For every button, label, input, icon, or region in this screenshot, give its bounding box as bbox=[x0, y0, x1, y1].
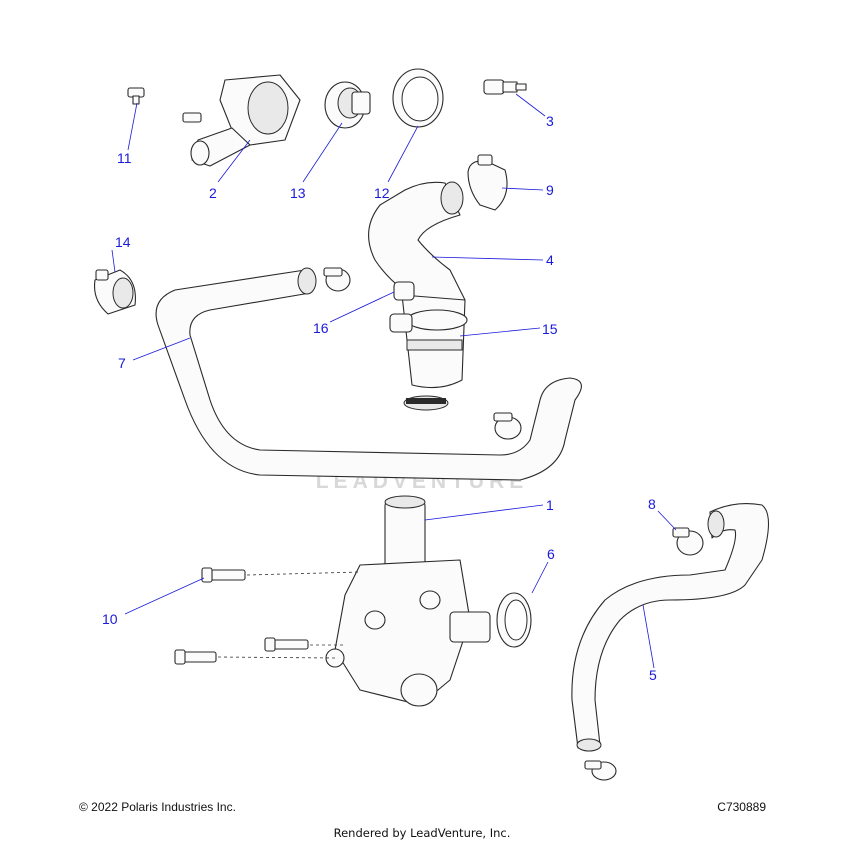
part-5-lower-coolant-hose[interactable] bbox=[571, 503, 770, 752]
callout-8[interactable]: 8 bbox=[648, 496, 656, 512]
callout-2[interactable]: 2 bbox=[209, 185, 217, 201]
part-1-water-pump[interactable] bbox=[325, 495, 491, 707]
part-3-temperature-sensor[interactable] bbox=[483, 79, 527, 95]
callout-9[interactable]: 9 bbox=[546, 182, 554, 198]
callout-11[interactable]: 11 bbox=[117, 150, 132, 166]
callout-13[interactable]: 13 bbox=[290, 185, 306, 201]
part-16-fitting-clip[interactable] bbox=[389, 281, 415, 333]
part-2-thermostat-housing[interactable] bbox=[182, 74, 301, 167]
callout-16[interactable]: 16 bbox=[313, 320, 329, 336]
callout-1[interactable]: 1 bbox=[546, 497, 554, 513]
part-6-o-ring[interactable] bbox=[496, 592, 532, 648]
callout-4[interactable]: 4 bbox=[546, 252, 554, 268]
part-10-bolts[interactable] bbox=[174, 567, 309, 665]
callout-5[interactable]: 5 bbox=[649, 667, 657, 683]
part-12-seal-ring[interactable] bbox=[392, 68, 444, 128]
part-11-bolt[interactable] bbox=[127, 87, 145, 105]
copyright-text: © 2022 Polaris Industries Inc. bbox=[79, 800, 236, 814]
part-4-upper-coolant-hose[interactable] bbox=[368, 181, 466, 306]
part-9-hose-clamp[interactable] bbox=[467, 154, 508, 211]
callout-14[interactable]: 14 bbox=[115, 234, 131, 250]
callout-15[interactable]: 15 bbox=[542, 321, 558, 337]
clamp-hose-7-upper[interactable] bbox=[323, 267, 351, 292]
part-14-hose-clamp[interactable] bbox=[93, 269, 136, 315]
rendered-by-text: Rendered by LeadVenture, Inc. bbox=[333, 826, 511, 840]
callout-3[interactable]: 3 bbox=[546, 113, 554, 129]
callout-12[interactable]: 12 bbox=[374, 185, 390, 201]
part-15-outlet-fitting[interactable] bbox=[401, 294, 468, 389]
clamp-hose-7-lower[interactable] bbox=[493, 412, 522, 440]
callout-7[interactable]: 7 bbox=[118, 355, 126, 371]
callout-6[interactable]: 6 bbox=[547, 546, 555, 562]
clamp-lower-fitting[interactable] bbox=[403, 395, 449, 411]
part-7-bypass-hose[interactable] bbox=[155, 267, 582, 481]
part-13-thermostat[interactable] bbox=[324, 81, 371, 129]
part-8-hose-clamp[interactable] bbox=[672, 527, 704, 556]
diagram-code: C730889 bbox=[717, 800, 766, 814]
callout-10[interactable]: 10 bbox=[102, 611, 118, 627]
clamp-hose-5-lower[interactable] bbox=[584, 760, 617, 781]
